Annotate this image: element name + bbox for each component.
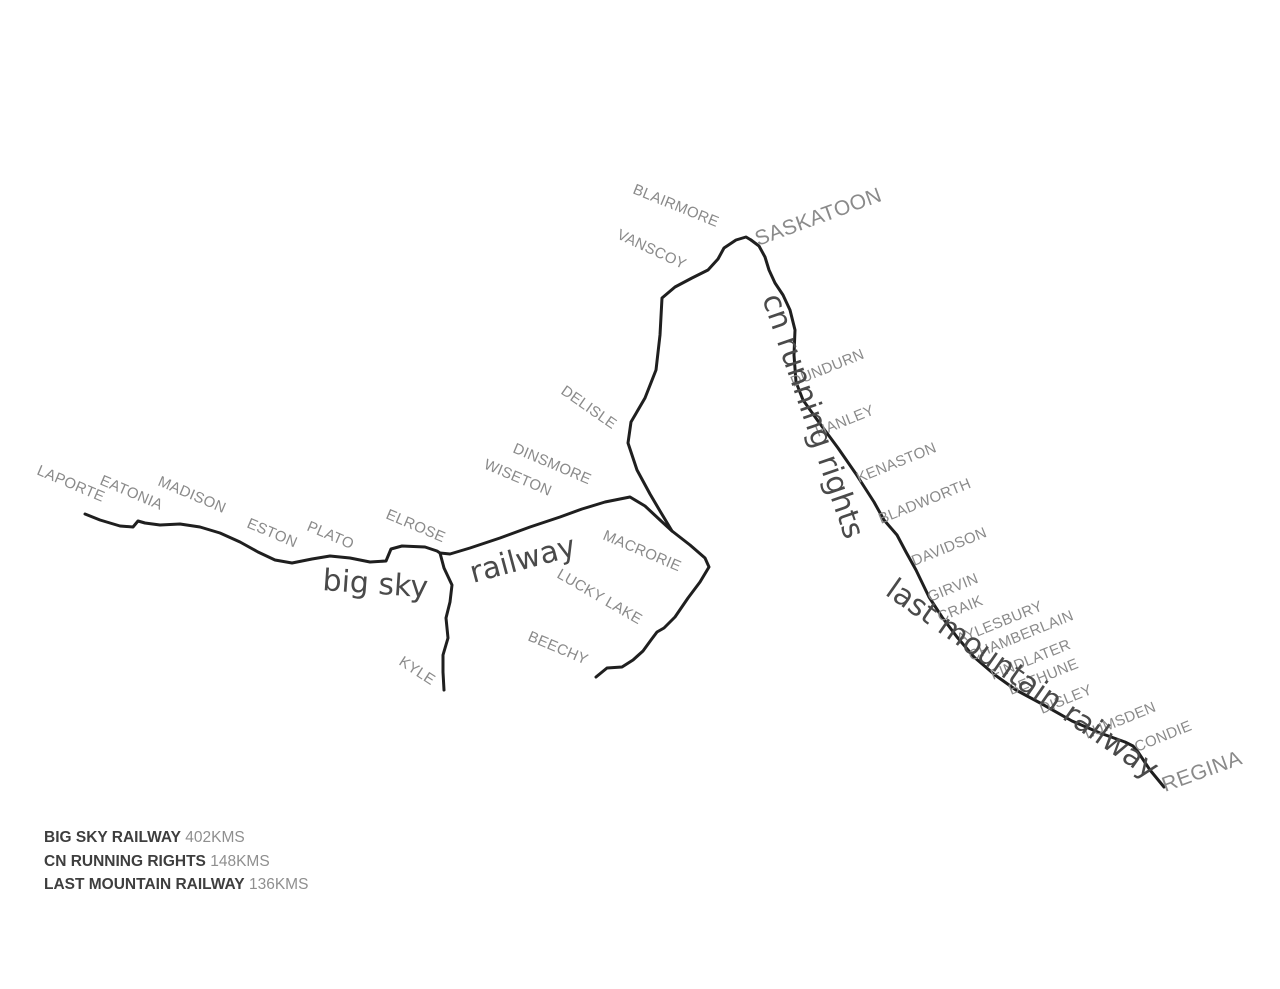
legend: BIG SKY RAILWAY 402KMS CN RUNNING RIGHTS…	[44, 826, 308, 897]
station-label-kenaston: KENASTON	[854, 439, 939, 486]
station-label-vanscoy: VANSCOY	[614, 226, 689, 273]
station-label-plato: PLATO	[304, 518, 356, 553]
station-label-delisle: DELISLE	[558, 382, 620, 433]
legend-length: 136KMS	[248, 876, 309, 893]
station-label-davidson: DAVIDSON	[909, 524, 989, 570]
saskatoon-branch-line	[626, 235, 753, 533]
legend-length: 402KMS	[185, 829, 245, 846]
station-label-eatonia: EATONIA	[97, 472, 165, 514]
station-label-lucky-lake: LUCKY LAKE	[554, 566, 645, 628]
station-label-kyle: KYLE	[396, 653, 438, 689]
railway-label-big-sky: big sky	[321, 563, 429, 605]
station-label-elrose: ELROSE	[383, 506, 447, 546]
big-sky-main-line	[83, 495, 711, 679]
station-label-bladworth: BLADWORTH	[876, 475, 973, 528]
station-label-eston: ESTON	[244, 515, 299, 551]
station-label-macrorie: MACRORIE	[600, 527, 683, 575]
legend-name: LAST MOUNTAIN RAILWAY	[44, 876, 245, 893]
legend-length: 148KMS	[210, 852, 270, 870]
legend-name: CN RUNNING RIGHTS	[44, 852, 206, 870]
city-label-regina: REGINA	[1159, 747, 1245, 797]
kyle-branch-line	[438, 551, 454, 692]
legend-row-cn-running-rights: CN RUNNING RIGHTS 148KMS	[44, 850, 308, 874]
route-lines	[83, 235, 1166, 789]
station-label-madison: MADISON	[155, 473, 228, 517]
station-label-beechy: BEECHY	[525, 628, 590, 668]
city-label-saskatoon: SASKATOON	[752, 184, 885, 251]
legend-name: BIG SKY RAILWAY	[44, 829, 181, 846]
legend-row-last-mountain: LAST MOUNTAIN RAILWAY 136KMS	[44, 873, 308, 897]
railway-name-labels: big sky railway cn running rights last m…	[321, 289, 1165, 786]
station-label-blairmore: BLAIRMORE	[631, 181, 722, 231]
station-label-laporte: LAPORTE	[34, 462, 107, 506]
legend-row-big-sky: BIG SKY RAILWAY 402KMS	[44, 826, 308, 850]
cn-and-last-mountain-line	[749, 238, 1166, 789]
